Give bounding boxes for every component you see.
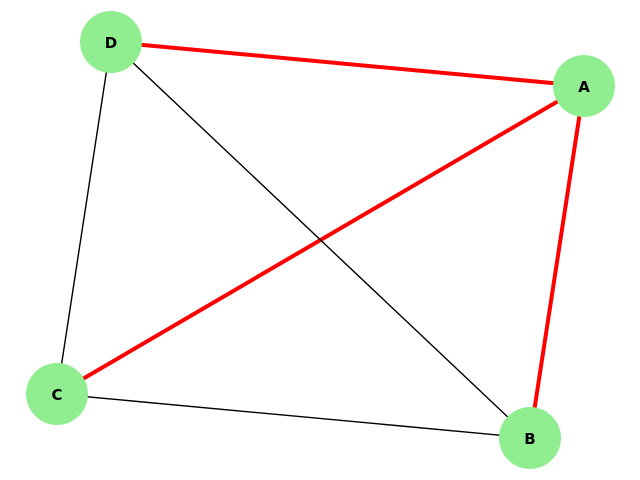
edge-D-C (56, 41, 112, 395)
node-B: B (499, 407, 561, 469)
node-A: A (553, 55, 615, 117)
edge-D-B (110, 41, 531, 439)
edge-D-A (109, 40, 586, 88)
node-circle-D (80, 11, 142, 73)
node-D: D (80, 11, 142, 73)
node-C: C (26, 363, 88, 425)
node-circle-C (26, 363, 88, 425)
node-circle-A (553, 55, 615, 117)
node-circle-B (499, 407, 561, 469)
edge-A-B (528, 84, 586, 440)
edge-C-B (56, 393, 531, 439)
